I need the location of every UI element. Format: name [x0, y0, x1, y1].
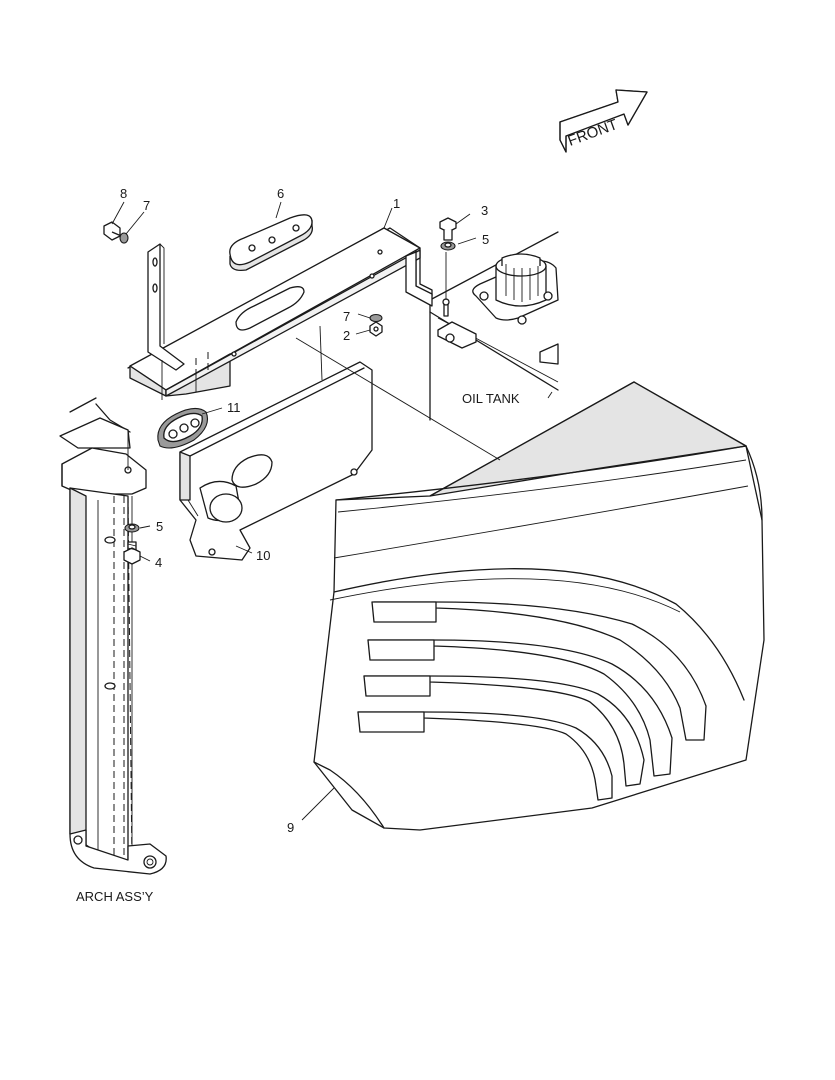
- front-direction-arrow: FRONT: [559, 89, 648, 153]
- arch-assembly: ARCH ASS’Y: [59, 397, 167, 904]
- cover-louvers: [357, 601, 707, 801]
- callout-3: 3: [481, 203, 488, 218]
- callout-numbers: 1 2 3 4 5 5 6 7 7 8 9 10 11: [120, 186, 489, 835]
- callout-4: 4: [155, 555, 162, 570]
- callout-9: 9: [287, 820, 294, 835]
- callout-11: 11: [227, 400, 241, 415]
- callout-7-bracket: 7: [343, 309, 350, 324]
- assembly-lines: [127, 252, 501, 470]
- bracket-part-1: [127, 227, 433, 397]
- rubber-pad-part-6: [229, 214, 313, 272]
- grommet-part-11: [157, 407, 209, 449]
- callout-1: 1: [393, 196, 400, 211]
- bolt-part-3: [439, 217, 457, 251]
- callout-8: 8: [120, 186, 127, 201]
- oil-tank: OIL TANK: [429, 231, 559, 421]
- oil-tank-label: OIL TANK: [462, 391, 520, 406]
- callout-10: 10: [256, 548, 270, 563]
- callout-6: 6: [277, 186, 284, 201]
- arch-assy-label: ARCH ASS’Y: [76, 889, 154, 904]
- plate-part-10: [179, 361, 373, 561]
- callout-5-top: 5: [482, 232, 489, 247]
- callout-5-arch: 5: [156, 519, 163, 534]
- leader-lines: [111, 201, 477, 821]
- callout-2: 2: [343, 328, 350, 343]
- cover-part-9: [313, 381, 765, 831]
- bolt-part-4: [123, 523, 141, 565]
- bolt-part-8: [103, 221, 129, 244]
- callout-7-top: 7: [143, 198, 150, 213]
- strap-bracket: [147, 243, 185, 371]
- washer-nut-7-2: [369, 313, 383, 337]
